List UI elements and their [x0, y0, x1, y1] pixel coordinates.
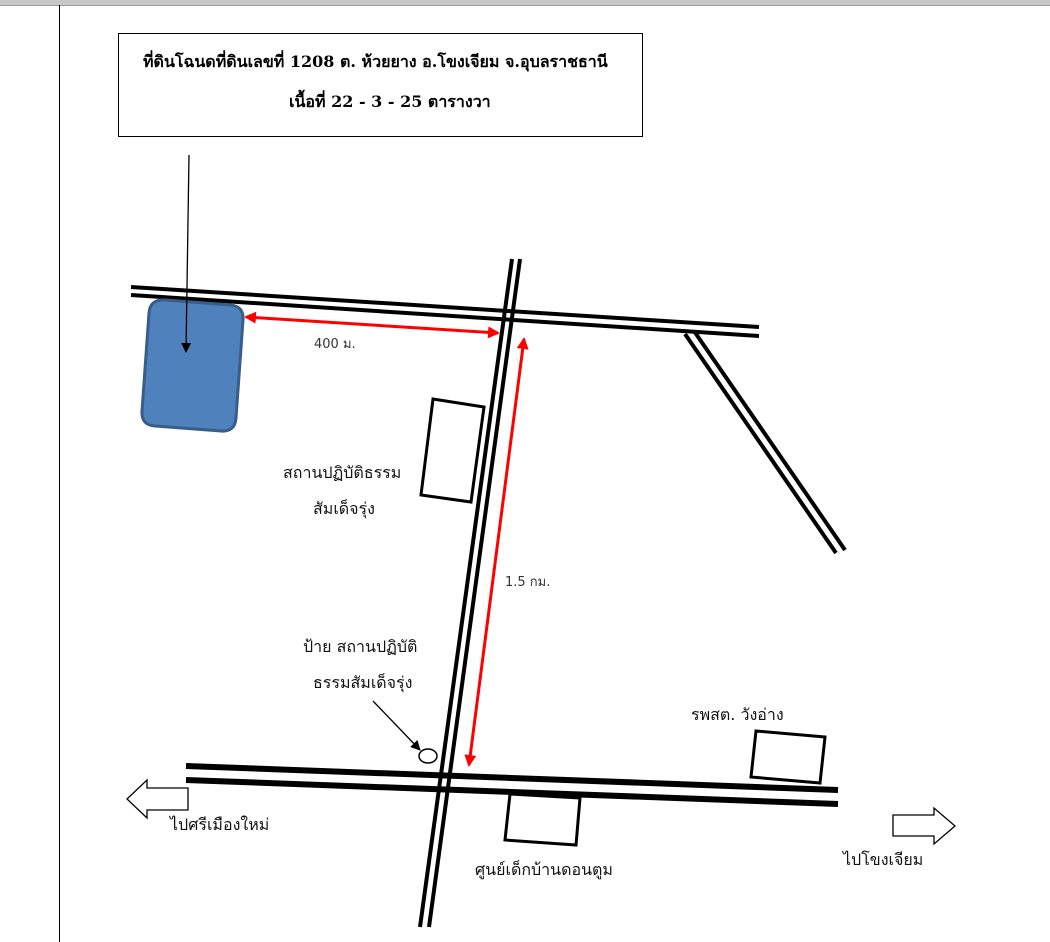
meditation-center-building — [419, 397, 486, 504]
title-deed-text: ที่ดินโฉนดที่ดินเลขที่ 1208 ต. ห้วยยาง อ… — [143, 52, 608, 71]
health-center-label: รพสต. วังอ่าง — [691, 705, 784, 724]
arrow-left-outline-icon — [126, 778, 189, 820]
sign-label-2: ธรรมสัมเด็จรุ่ง — [313, 673, 413, 692]
distance-1-5-label: 1.5 กม. — [505, 575, 551, 590]
page-top-border — [0, 0, 1050, 6]
meditation-center-label: สถานปฏิบัติธรรม — [283, 463, 402, 482]
sign-pointer-arrow — [372, 700, 421, 751]
to-right-label: ไปโขงเจียม — [843, 850, 924, 869]
meditation-center-label-2: สัมเด็จรุ่ง — [313, 499, 375, 518]
child-center-building — [503, 792, 582, 847]
land-plot — [140, 298, 245, 433]
road-diagonal — [683, 329, 847, 555]
page-margin-line — [59, 5, 60, 942]
distance-400-arrow — [244, 311, 500, 339]
road-bottom — [185, 763, 839, 807]
arrow-right-outline-icon — [892, 806, 956, 846]
title-pointer-arrow — [181, 154, 192, 353]
child-center-label: ศูนย์เด็กบ้านดอนตูม — [475, 860, 613, 879]
title-area-text: เนื้อที่ 22 - 3 - 25 ตารางวา — [289, 92, 491, 111]
sign-label: ป้าย สถานปฏิบัติ — [303, 637, 418, 656]
title-box: ที่ดินโฉนดที่ดินเลขที่ 1208 ต. ห้วยยาง อ… — [118, 33, 643, 137]
sign-marker — [418, 748, 438, 764]
health-center-building — [749, 729, 827, 785]
distance-400-label: 400 ม. — [314, 337, 356, 352]
to-left-label: ไปศรีเมืองใหม่ — [170, 815, 270, 834]
distance-1-5-arrow — [464, 337, 529, 767]
